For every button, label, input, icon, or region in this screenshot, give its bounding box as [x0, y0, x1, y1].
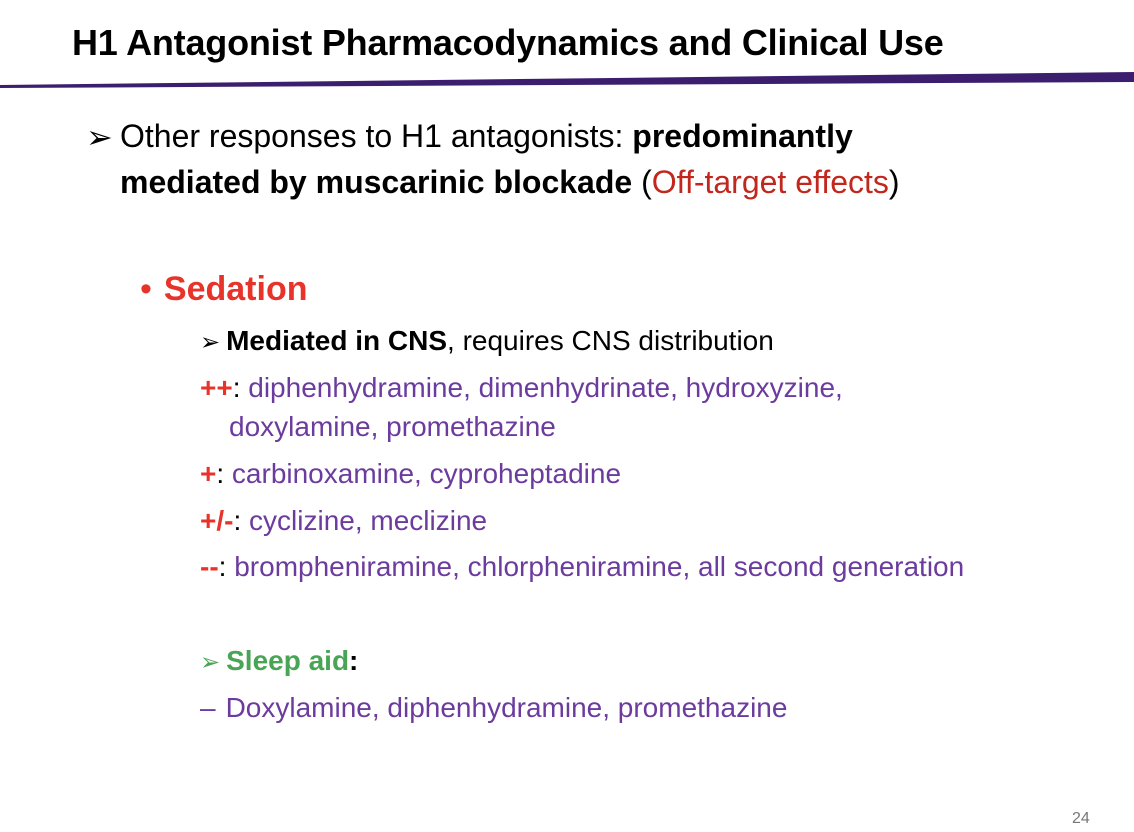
level-drugs: carbinoxamine, cyproheptadine: [231, 458, 622, 489]
sleep-aid-label: Sleep aid: [226, 645, 350, 676]
sedation-label: Sedation: [163, 270, 308, 308]
level-double-minus: --: brompheniramine, chlorpheniramine, a…: [200, 551, 964, 583]
level-plus-minus: +/-: cyclizine, meclizine: [200, 505, 487, 537]
main-bullet-plain: Other responses to H1 antagonists:: [120, 118, 633, 154]
level-drugs: diphenhydramine, dimenhydrinate, hydroxy…: [248, 372, 843, 403]
level-separator: :: [216, 458, 225, 489]
slide-title: H1 Antagonist Pharmacodynamics and Clini…: [72, 22, 944, 63]
title-divider: [0, 72, 1134, 88]
paren-close: ): [888, 164, 900, 200]
level-symbol: ++: [200, 372, 233, 403]
paren-open: (: [632, 164, 652, 200]
level-symbol: +: [200, 458, 217, 489]
off-target-label: Off-target effects: [651, 164, 889, 200]
level-symbol: +/-: [200, 505, 234, 536]
sleep-aid-colon: :: [349, 645, 359, 676]
page-number: 24: [1072, 810, 1090, 827]
mediated-line: ➢Mediated in CNS, requires CNS distribut…: [200, 325, 774, 357]
main-bullet-arrow: ➢: [86, 118, 113, 156]
level-plus: +: carbinoxamine, cyproheptadine: [200, 458, 621, 490]
sedation-bullet: •: [140, 270, 152, 308]
level-symbol: --: [200, 551, 219, 582]
mediated-rest: , requires CNS distribution: [447, 325, 774, 356]
main-bullet-bold-2: mediated by muscarinic blockade: [120, 164, 633, 200]
sedation-heading: • Sedation: [140, 270, 307, 309]
level-double-plus: ++: diphenhydramine, dimenhydrinate, hyd…: [200, 372, 843, 404]
mediated-bold: Mediated in CNS: [226, 325, 448, 356]
level-separator: :: [218, 551, 227, 582]
level-drugs: brompheniramine, chlorpheniramine, all s…: [234, 551, 965, 582]
main-bullet-line-2: mediated by muscarinic blockade (Off-tar…: [120, 164, 900, 201]
sleep-aid-drugs: Doxylamine, diphenhydramine, promethazin…: [225, 692, 788, 723]
sleep-aid-dash: –: [200, 692, 216, 723]
level-separator: :: [232, 372, 241, 403]
title-divider-wedge: [0, 72, 1134, 88]
level-drugs: cyclizine, meclizine: [249, 505, 488, 536]
main-bullet-line-1: Other responses to H1 antagonists: predo…: [120, 118, 853, 155]
level-separator: :: [233, 505, 242, 536]
sleep-aid-arrow: ➢: [200, 648, 221, 676]
level-double-plus-line-2: doxylamine, promethazine: [229, 411, 556, 442]
mediated-arrow: ➢: [200, 328, 221, 356]
sleep-aid-heading: ➢Sleep aid:: [200, 645, 358, 677]
sleep-aid-drugs-line: –Doxylamine, diphenhydramine, promethazi…: [200, 692, 787, 724]
main-bullet-bold-1: predominantly: [632, 118, 853, 154]
